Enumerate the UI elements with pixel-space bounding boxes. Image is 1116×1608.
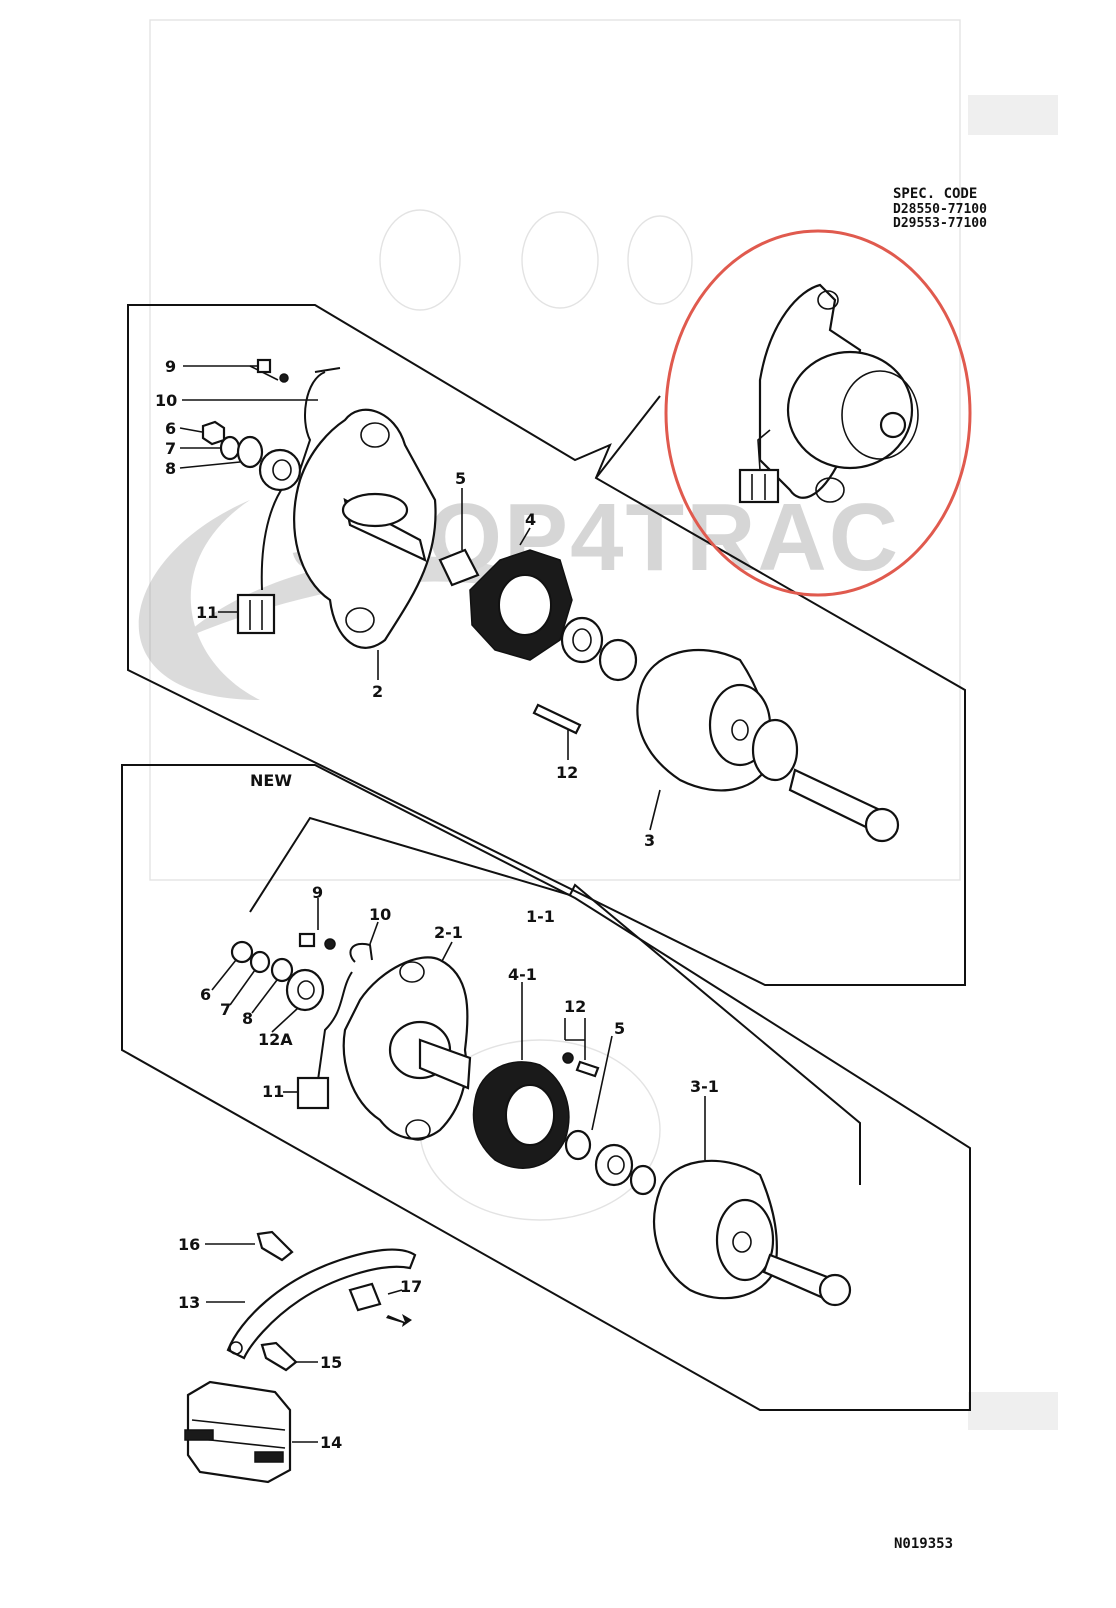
svg-text:5: 5	[455, 469, 466, 488]
lower-wire	[317, 971, 353, 1081]
svg-text:15: 15	[320, 1353, 342, 1372]
bolt-15	[260, 1341, 298, 1372]
washer-8	[236, 435, 264, 469]
svg-text:1-1: 1-1	[526, 907, 555, 926]
svg-text:17: 17	[400, 1277, 422, 1296]
bolt-16	[256, 1230, 294, 1262]
svg-text:6: 6	[165, 419, 176, 438]
spacer-5	[438, 548, 480, 587]
bearing-front	[258, 448, 302, 492]
svg-text:2-1: 2-1	[434, 923, 463, 942]
lower-frame	[121, 764, 971, 1411]
svg-text:9: 9	[312, 883, 323, 902]
upper-frame	[127, 304, 966, 986]
bearing-rear	[560, 616, 604, 664]
highlighted-alternator	[664, 229, 972, 597]
spacer-rear	[598, 638, 638, 682]
washer-7	[219, 435, 241, 461]
svg-text:13: 13	[178, 1293, 200, 1312]
spec-code-block: SPEC. CODE D28550-77100 D29553-77100	[893, 186, 987, 231]
svg-text:4-1: 4-1	[508, 965, 537, 984]
upper-assembly: 9 10 6 7 8 5 4 11 2 12 3	[127, 304, 966, 986]
svg-text:8: 8	[165, 459, 176, 478]
svg-text:11: 11	[196, 603, 218, 622]
svg-text:3: 3	[644, 831, 655, 850]
spec-code-1: D28550-77100	[893, 202, 987, 217]
background-ghost-layer	[149, 19, 1058, 1430]
svg-text:12: 12	[564, 997, 586, 1016]
svg-text:10: 10	[155, 391, 177, 410]
svg-text:2: 2	[372, 682, 383, 701]
svg-text:6: 6	[200, 985, 211, 1004]
highlight-circle	[664, 229, 972, 597]
svg-text:4: 4	[525, 510, 536, 529]
drawing-number: N019353	[894, 1536, 953, 1552]
svg-text:9: 9	[165, 357, 176, 376]
direction-arrow	[386, 1314, 412, 1327]
svg-text:3-1: 3-1	[690, 1077, 719, 1096]
spacer-17	[348, 1282, 382, 1312]
new-label: NEW	[250, 771, 292, 790]
lower-pointer	[249, 816, 861, 1185]
svg-text:10: 10	[369, 905, 391, 924]
svg-text:11: 11	[262, 1082, 284, 1101]
spec-code-2: D29553-77100	[893, 216, 987, 231]
upper-pointer-line	[595, 395, 661, 479]
svg-text:7: 7	[165, 439, 176, 458]
svg-text:12A: 12A	[258, 1030, 293, 1049]
bearing-lower	[594, 1143, 634, 1187]
svg-text:7: 7	[220, 1000, 231, 1019]
svg-text:16: 16	[178, 1235, 200, 1254]
nut-6	[201, 420, 226, 446]
connector-11	[236, 593, 276, 635]
svg-text:12: 12	[556, 763, 578, 782]
spec-code-title: SPEC. CODE	[893, 186, 977, 202]
svg-text:5: 5	[614, 1019, 625, 1038]
screw-12	[532, 703, 582, 735]
svg-text:14: 14	[320, 1433, 342, 1452]
svg-text:8: 8	[242, 1009, 253, 1028]
bracket-13	[226, 1248, 417, 1360]
connector-11-lower	[296, 1076, 330, 1110]
lower-assembly: NEW	[121, 764, 971, 1484]
